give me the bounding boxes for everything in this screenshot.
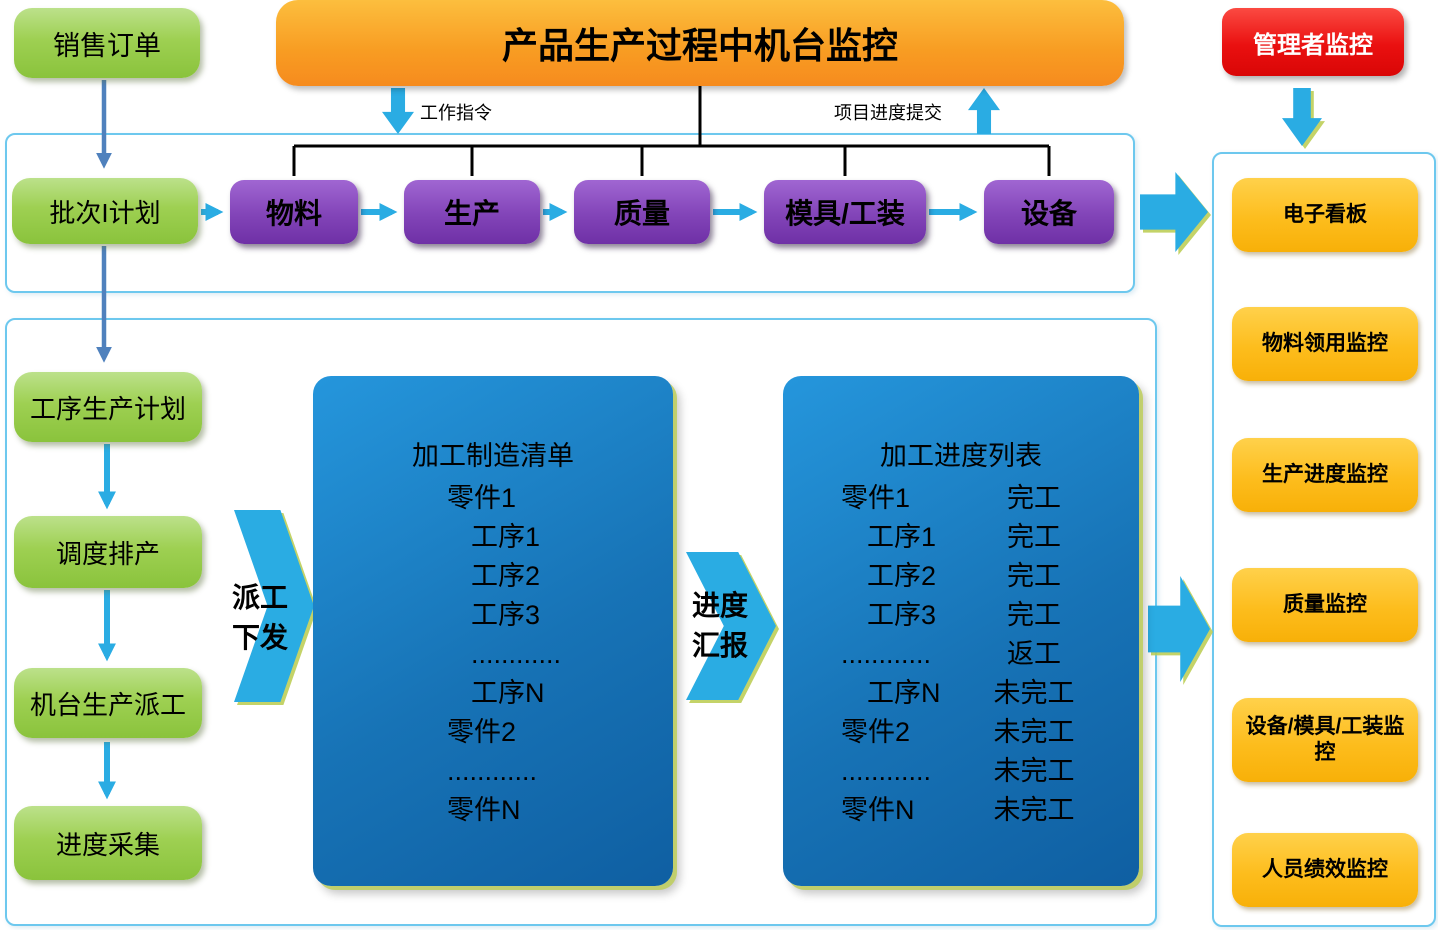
- progress-status: 完工: [1007, 483, 1061, 513]
- node-stage-production: 生产: [404, 180, 540, 244]
- node-stage-mold-tooling: 模具/工装: [764, 180, 926, 244]
- progress-status: 未完工: [993, 795, 1075, 825]
- progress-status: 未完工: [993, 717, 1075, 747]
- progress-row: 工序3 完工: [841, 596, 1139, 635]
- progress-row: 零件1 完工: [841, 479, 1139, 518]
- monitor-item-equipment: 设备/模具/工装监控: [1232, 698, 1418, 782]
- mfg-list-title: 加工制造清单: [412, 441, 574, 471]
- node-machine-dispatch: 机台生产派工: [14, 668, 202, 738]
- mfg-row: 工序3: [471, 600, 541, 630]
- dispatch-label-line2: 下发: [231, 622, 288, 653]
- arrow-execution-to-monitor: [1148, 576, 1210, 682]
- progress-submit-label: 项目进度提交: [834, 103, 942, 123]
- mfg-row: 零件1: [447, 483, 517, 513]
- progress-item: 零件2: [841, 717, 911, 747]
- progress-row: 工序N 未完工: [841, 674, 1139, 713]
- arrow-progress-report: [686, 552, 776, 700]
- mfg-list-rows: 零件1 工序1 工序2 工序3 ............ 工序N 零件2 ...…: [313, 479, 673, 830]
- monitor-item-performance: 人员绩效监控: [1232, 833, 1418, 907]
- dispatch-arrow-label: 派工 下发: [204, 578, 316, 658]
- node-scheduling: 调度排产: [14, 516, 202, 588]
- arrow-work-instruction-down: [382, 88, 414, 134]
- arrow-dispatch: [234, 510, 314, 702]
- progress-status: 完工: [1007, 600, 1061, 630]
- progress-item: 工序1: [867, 522, 937, 552]
- node-stage-quality: 质量: [574, 180, 710, 244]
- progress-list-rows: 零件1 完工 工序1 完工 工序2 完工 工序3 完工 ............…: [783, 479, 1139, 830]
- mfg-row: 零件2: [447, 717, 517, 747]
- progress-item: 工序2: [867, 561, 937, 591]
- mfg-row: 零件N: [447, 795, 521, 825]
- mfg-row: ............: [447, 756, 538, 786]
- progress-status: 未完工: [993, 678, 1075, 708]
- progress-row: 零件2 未完工: [841, 713, 1139, 752]
- monitor-frame: [1212, 152, 1436, 927]
- arrow-pipeline-to-monitor: [1140, 172, 1208, 252]
- progress-status: 未完工: [993, 756, 1075, 786]
- progress-status: 返工: [1007, 639, 1061, 669]
- progress-item: 零件N: [841, 795, 915, 825]
- monitor-item-quality: 质量监控: [1232, 568, 1418, 642]
- node-sales-order: 销售订单: [14, 8, 200, 78]
- node-batch-plan: 批次I计划: [12, 178, 198, 244]
- mfg-list-panel: 加工制造清单 零件1 工序1 工序2 工序3 ............ 工序N …: [313, 376, 673, 886]
- progress-list-panel: 加工进度列表 零件1 完工 工序1 完工 工序2 完工 工序3 完工 .....…: [783, 376, 1139, 886]
- node-process-plan: 工序生产计划: [14, 372, 202, 442]
- mfg-row: ............: [471, 639, 562, 669]
- arrow-progress-submit-up: [968, 88, 1000, 134]
- node-stage-equipment: 设备: [984, 180, 1114, 244]
- progress-row: 零件N 未完工: [841, 791, 1139, 830]
- monitor-item-kanban: 电子看板: [1232, 178, 1418, 252]
- arrow-manager-down: [1282, 88, 1322, 146]
- work-instruction-label: 工作指令: [420, 103, 492, 123]
- node-stage-material: 物料: [230, 180, 358, 244]
- monitor-item-production: 生产进度监控: [1232, 438, 1418, 512]
- node-progress-collect: 进度采集: [14, 806, 202, 880]
- progress-status: 完工: [1007, 561, 1061, 591]
- report-label-line2: 汇报: [691, 630, 748, 661]
- diagram-title: 产品生产过程中机台监控: [276, 0, 1124, 86]
- monitor-item-material: 物料领用监控: [1232, 307, 1418, 381]
- mfg-row: 工序N: [471, 678, 545, 708]
- mfg-row: 工序1: [471, 522, 541, 552]
- progress-status: 完工: [1007, 522, 1061, 552]
- progress-row: ............ 返工: [841, 635, 1139, 674]
- progress-row: 工序1 完工: [841, 518, 1139, 557]
- progress-row: ............ 未完工: [841, 752, 1139, 791]
- report-arrow-label: 进度 汇报: [664, 586, 776, 666]
- mfg-row: 工序2: [471, 561, 541, 591]
- progress-row: 工序2 完工: [841, 557, 1139, 596]
- progress-list-title: 加工进度列表: [880, 441, 1042, 471]
- dispatch-label-line1: 派工: [231, 582, 288, 613]
- report-label-line1: 进度: [691, 590, 748, 621]
- node-manager-monitor: 管理者监控: [1222, 8, 1404, 76]
- progress-item: 工序N: [867, 678, 941, 708]
- progress-item: 零件1: [841, 483, 911, 513]
- progress-item: ............: [841, 639, 932, 669]
- progress-item: 工序3: [867, 600, 937, 630]
- progress-item: ............: [841, 756, 932, 786]
